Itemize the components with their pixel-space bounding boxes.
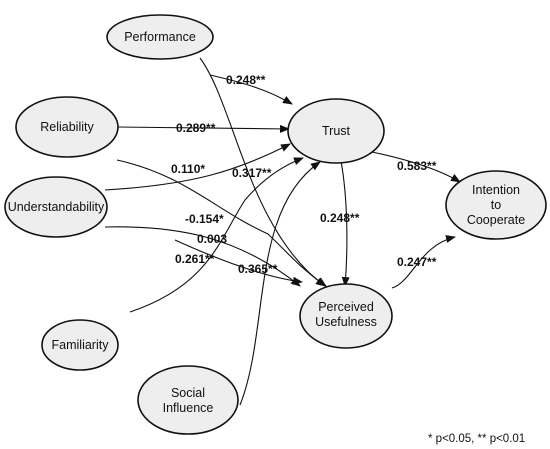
edge-trust-usefulness (340, 160, 350, 287)
node-intention-line3: Cooperate (467, 213, 525, 227)
edge-familiarity-trust (129, 157, 304, 313)
coef-understandability-trust: 0.110* (171, 162, 205, 176)
edge-performance-trust (209, 74, 293, 105)
node-familiarity-label: Familiarity (52, 338, 110, 352)
coef-usefulness-intention: 0.247** (397, 255, 437, 269)
node-intention-to-cooperate: Intention to Cooperate (445, 170, 547, 240)
node-social-influence-line1: Social (171, 386, 205, 400)
node-intention-line2: to (491, 198, 501, 212)
significance-footnote: * p<0.05, ** p<0.01 (428, 433, 525, 445)
node-familiarity: Familiarity (41, 319, 119, 371)
node-performance: Performance (106, 14, 214, 60)
node-social-influence: Social Influence (137, 365, 239, 435)
node-reliability-label: Reliability (40, 120, 94, 134)
node-perceived-usefulness: Perceived Usefulness (299, 283, 393, 349)
coef-performance-trust: 0.248** (226, 73, 266, 87)
coef-social-usefulness: 0.365** (238, 262, 278, 276)
node-trust: Trust (287, 98, 385, 164)
coef-trust-intention: 0.583** (397, 159, 437, 173)
coef-trust-usefulness: 0.248** (320, 211, 360, 225)
edge-understandability-usefulness (104, 226, 301, 287)
node-social-influence-line2: Influence (163, 401, 214, 415)
node-reliability: Reliability (15, 96, 119, 158)
node-perceived-usefulness-line1: Perceived (318, 300, 374, 314)
coef-reliability-usefulness: 0.317** (232, 166, 272, 180)
coef-understandability-usefulness: -0.154* (185, 212, 224, 226)
edge-understandability-trust (104, 143, 291, 191)
node-trust-label: Trust (322, 124, 351, 138)
edge-trust-intention (371, 151, 461, 183)
edge-reliability-trust (116, 124, 290, 133)
node-understandability-label: Understandability (8, 200, 105, 214)
node-performance-label: Performance (124, 30, 196, 44)
coef-reliability-trust: 0.289** (176, 121, 216, 135)
edge-reliability-usefulness (116, 159, 327, 287)
node-understandability: Understandability (4, 176, 108, 238)
edge-usefulness-intention (391, 235, 456, 289)
edge-performance-usefulness (199, 57, 326, 287)
coef-familiarity-trust: 0.003 (197, 232, 227, 246)
coef-familiarity-usefulness: 0.261** (175, 252, 215, 266)
edge-familiarity-usefulness (174, 239, 303, 285)
node-intention-line1: Intention (472, 183, 520, 197)
node-perceived-usefulness-line2: Usefulness (315, 315, 377, 329)
edge-social-trust (239, 161, 321, 406)
